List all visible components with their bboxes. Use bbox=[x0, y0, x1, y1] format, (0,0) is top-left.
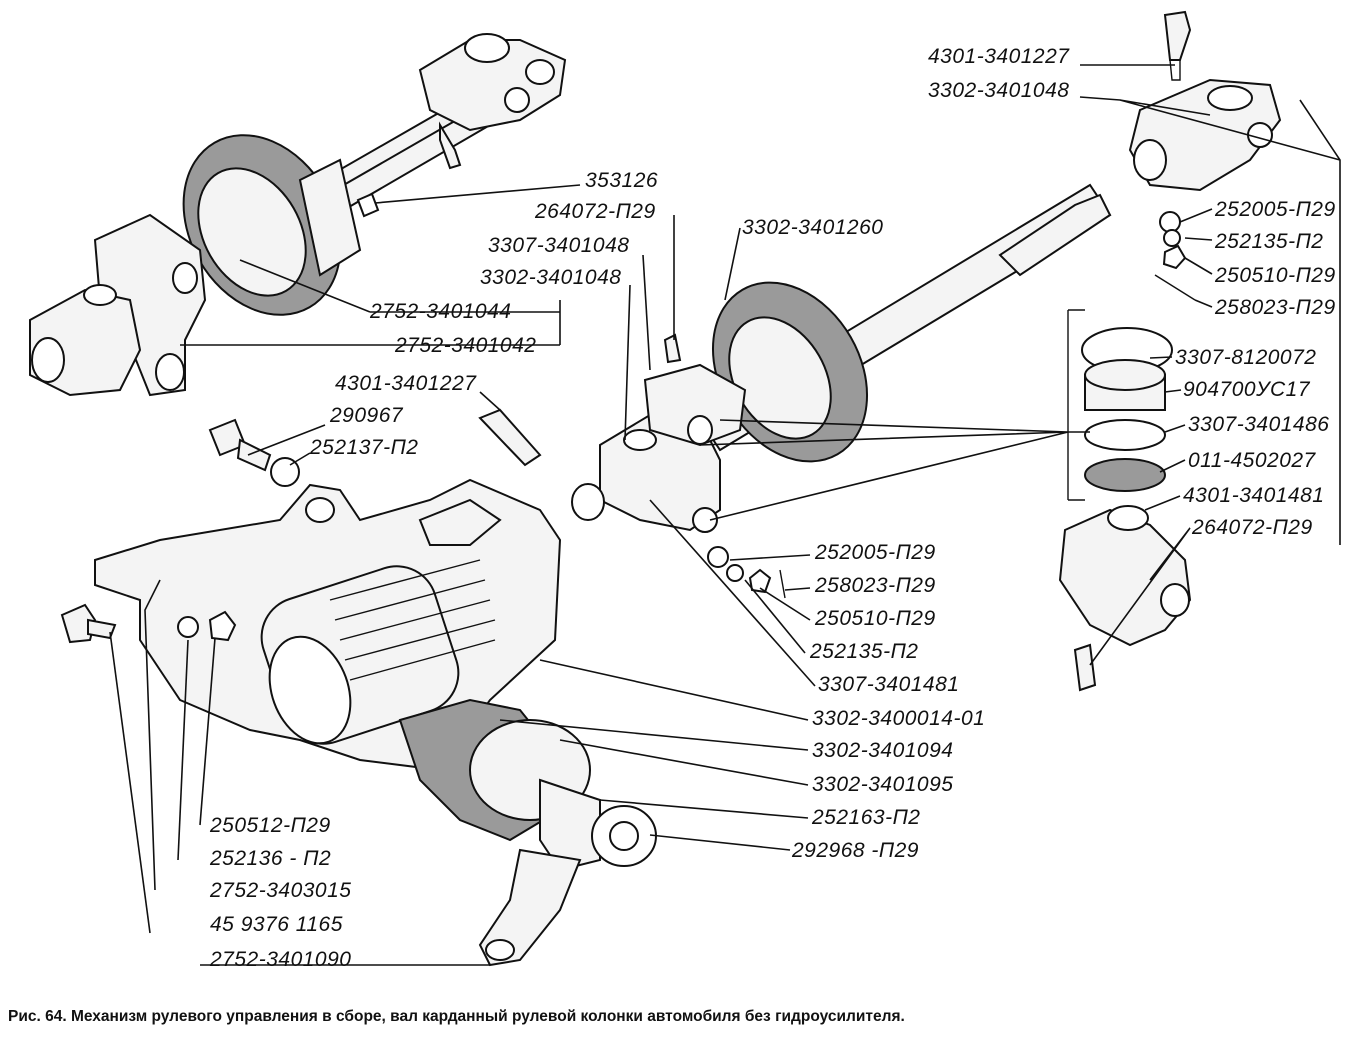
label-4301-3401227-center: 4301-3401227 bbox=[335, 372, 477, 395]
label-3302-3401048-center: 3302-3401048 bbox=[480, 266, 621, 289]
label-3307-8120072: 3307-8120072 bbox=[1175, 346, 1316, 369]
label-252005-p29-right: 252005-П29 bbox=[1214, 198, 1336, 221]
label-3307-3401486: 3307-3401486 bbox=[1188, 413, 1329, 436]
label-2752-3403015: 2752-3403015 bbox=[209, 879, 351, 902]
right-exploded-parts bbox=[998, 10, 1282, 692]
label-264072-p29-center: 264072-П29 bbox=[534, 200, 656, 223]
label-3302-3400014-01: 3302-3400014-01 bbox=[812, 707, 985, 730]
label-250510-p29-center: 250510-П29 bbox=[814, 607, 936, 630]
label-264072-p29-right: 264072-П29 bbox=[1191, 516, 1313, 539]
label-4301-3401481-right: 4301-3401481 bbox=[1183, 484, 1324, 507]
label-258023-p29-right: 258023-П29 bbox=[1214, 296, 1336, 319]
label-252136-p2: 252136 - П2 bbox=[209, 847, 331, 870]
label-252005-p29-center: 252005-П29 bbox=[814, 541, 936, 564]
label-250510-p29-right: 250510-П29 bbox=[1214, 264, 1336, 287]
label-290967: 290967 bbox=[329, 404, 404, 427]
label-45-9376-1165: 45 9376 1165 bbox=[210, 913, 343, 936]
label-252137-p2: 252137-П2 bbox=[309, 436, 418, 459]
label-3302-3401048-top: 3302-3401048 bbox=[928, 79, 1069, 102]
label-292968-p29: 292968 -П29 bbox=[791, 839, 919, 862]
figure-caption: Рис. 64. Механизм рулевого управления в … bbox=[8, 1008, 905, 1025]
steering-gear-housing bbox=[60, 418, 657, 967]
label-258023-p29-center: 258023-П29 bbox=[814, 574, 936, 597]
label-252135-p2-right: 252135-П2 bbox=[1214, 230, 1323, 253]
label-3302-3401260: 3302-3401260 bbox=[742, 216, 883, 239]
label-252163-p2: 252163-П2 bbox=[811, 806, 920, 829]
label-011-4502027: 011-4502027 bbox=[1188, 449, 1317, 472]
label-3302-3401095: 3302-3401095 bbox=[812, 773, 953, 796]
label-252135-p2-center: 252135-П2 bbox=[809, 640, 918, 663]
label-250512-p29: 250512-П29 bbox=[209, 814, 331, 837]
label-3307-3401481: 3307-3401481 bbox=[818, 673, 959, 696]
label-2752-3401044: 2752-3401044 bbox=[369, 300, 511, 323]
label-3302-3401094: 3302-3401094 bbox=[812, 739, 953, 762]
part-labels: 4301-3401227 3302-3401048 353126 264072-… bbox=[209, 45, 1336, 971]
label-2752-3401042: 2752-3401042 bbox=[394, 334, 536, 357]
label-2752-3401090: 2752-3401090 bbox=[209, 948, 351, 971]
label-4301-3401227-top: 4301-3401227 bbox=[928, 45, 1070, 68]
label-3307-3401048: 3307-3401048 bbox=[488, 234, 629, 257]
label-353126: 353126 bbox=[585, 169, 658, 192]
upper-left-cardan-shaft bbox=[29, 33, 567, 397]
label-904700us17: 904700УС17 bbox=[1183, 378, 1311, 401]
leader-lines bbox=[109, 64, 1341, 966]
